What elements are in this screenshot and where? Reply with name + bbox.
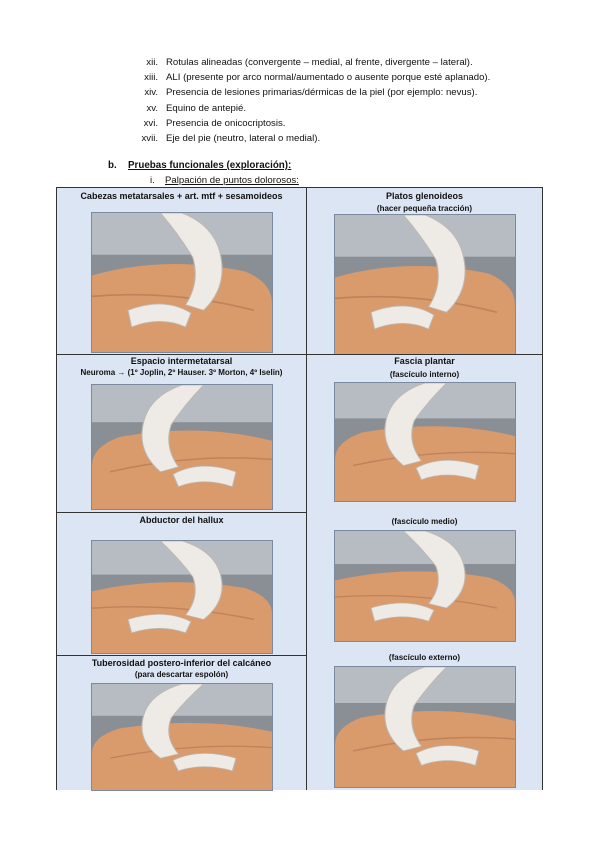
list-item-text: ALI (presente por arco normal/aumentado … xyxy=(166,72,491,84)
cell-calcaneo: Tuberosidad postero-inferior del calcáne… xyxy=(57,655,306,791)
cell-title: Platos glenoideos xyxy=(385,191,463,201)
cell-metatarsal: Cabezas metatarsales + art. mtf + sesamo… xyxy=(57,188,306,354)
list-item-text: Rotulas alineadas (convergente – medial,… xyxy=(166,57,473,68)
section-heading: b. Pruebas funcionales (exploración): xyxy=(108,160,291,171)
table-divider xyxy=(57,512,306,513)
foot-photo xyxy=(91,384,273,510)
foot-photo xyxy=(91,212,273,353)
exploration-list: xii. Rotulas alineadas (convergente – med… xyxy=(120,55,490,146)
cell-subtitle: (para descartar espolón) xyxy=(134,670,229,679)
cell-subtitle: Neuroma → (1º Joplin, 2º Hauser. 3º Mort… xyxy=(80,368,283,377)
list-item: xv. Equino de antepié. xyxy=(120,101,490,116)
foot-photo xyxy=(91,540,273,654)
table-divider xyxy=(306,188,307,789)
list-item-text: Presencia de onicocriptosis. xyxy=(166,117,286,129)
cell-subtitle: (fascículo medio) xyxy=(391,517,458,526)
subsection-label: i. xyxy=(150,175,155,186)
cell-glenoid: Platos glenoideos (hacer pequeña tracció… xyxy=(307,188,542,355)
cell-title: Tuberosidad postero-inferior del calcáne… xyxy=(91,658,272,668)
foot-photo xyxy=(334,382,516,502)
cell-title: Cabezas metatarsales + art. mtf + sesamo… xyxy=(80,191,283,201)
list-item-number: xii. xyxy=(146,57,158,68)
subsection-heading: i. Palpación de puntos dolorosos: xyxy=(150,175,299,186)
list-item-number: xv. xyxy=(146,102,158,114)
table-divider xyxy=(57,354,306,355)
foot-photo xyxy=(334,666,516,788)
list-item: xii. Rotulas alineadas (convergente – med… xyxy=(120,55,490,70)
cell-fascia: Fascia plantar (fascículo interno) (fasc… xyxy=(307,354,542,790)
list-item-number: xiv. xyxy=(144,87,158,99)
cell-title: Fascia plantar xyxy=(394,356,455,366)
cell-title: Espacio intermetatarsal xyxy=(130,356,233,366)
list-item-text: Eje del pie (neutro, lateral o medial). xyxy=(166,133,321,145)
palpation-table: Cabezas metatarsales + art. mtf + sesamo… xyxy=(56,187,543,791)
list-item-number: xiii. xyxy=(144,72,158,84)
list-item-number: xvi. xyxy=(143,117,158,129)
cell-subtitle: (fascículo externo) xyxy=(388,653,461,662)
cell-title: Abductor del hallux xyxy=(139,515,224,525)
list-item: xiii. ALI (presente por arco normal/aumen… xyxy=(120,70,490,85)
cell-subtitle: (hacer pequeña tracción) xyxy=(376,204,473,213)
cell-subtitle: (fascículo interno) xyxy=(389,370,460,379)
list-item-text: Equino de antepié. xyxy=(166,102,247,114)
list-item: xvi. Presencia de onicocriptosis. xyxy=(120,116,490,131)
section-label: b. xyxy=(108,160,117,171)
list-item: xiv. Presencia de lesiones primarias/dérm… xyxy=(120,85,490,100)
table-divider xyxy=(57,655,306,656)
foot-photo xyxy=(91,683,273,791)
list-item-text: Presencia de lesiones primarias/dérmicas… xyxy=(166,87,478,99)
cell-abductor: Abductor del hallux xyxy=(57,512,306,655)
list-item: xvii. Eje del pie (neutro, lateral o medi… xyxy=(120,131,490,146)
section-title: Pruebas funcionales (exploración): xyxy=(128,160,292,171)
subsection-title: Palpación de puntos dolorosos: xyxy=(165,175,299,186)
table-divider xyxy=(307,354,542,355)
list-item-number: xvii. xyxy=(141,133,158,145)
foot-photo xyxy=(334,530,516,642)
cell-neuroma: Espacio intermetatarsal Neuroma → (1º Jo… xyxy=(57,354,306,512)
foot-photo xyxy=(334,214,516,355)
